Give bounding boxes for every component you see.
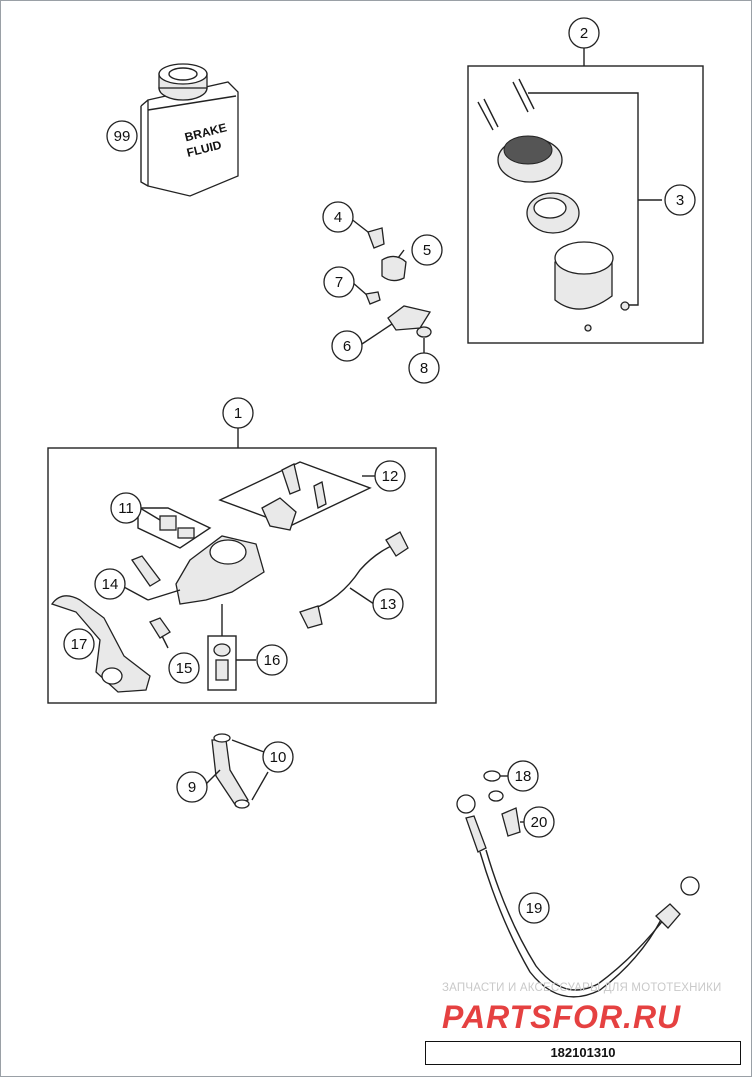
svg-text:4: 4 — [334, 209, 342, 226]
callout-1: 1 — [222, 397, 254, 429]
brake-line-assembly — [456, 770, 700, 998]
callout-12: 12 — [374, 460, 406, 492]
svg-text:16: 16 — [264, 652, 281, 669]
svg-text:6: 6 — [343, 338, 351, 355]
svg-text:19: 19 — [526, 900, 543, 917]
callout-13: 13 — [372, 588, 404, 620]
svg-text:8: 8 — [420, 360, 428, 377]
svg-text:18: 18 — [515, 768, 532, 785]
part-number-label: 182101310 — [425, 1041, 741, 1065]
callout-3: 3 — [664, 184, 696, 216]
callout-19: 19 — [518, 892, 550, 924]
callout-8: 8 — [408, 352, 440, 384]
callout-99: 99 — [106, 120, 138, 152]
master-cylinder-parts — [50, 461, 409, 693]
reservoir-kit-box — [467, 65, 704, 344]
callout-11: 11 — [110, 492, 142, 524]
watermark-caption: ЗАПЧАСТИ И АКСЕССУАРЫ ДЛЯ МОТОТЕХНИКИ — [442, 982, 722, 994]
svg-text:20: 20 — [531, 814, 548, 831]
svg-text:11: 11 — [118, 500, 134, 517]
brake-fluid-can: BRAKE FLUID — [140, 63, 239, 197]
svg-text:7: 7 — [335, 274, 343, 291]
callout-16: 16 — [256, 644, 288, 676]
callout-6: 6 — [331, 330, 363, 362]
svg-text:17: 17 — [71, 636, 88, 653]
callout-18: 18 — [507, 760, 539, 792]
svg-text:PARTSFOR.RU: PARTSFOR.RU — [442, 999, 681, 1034]
watermark-logo: PARTSFOR.RU — [442, 999, 681, 1034]
callout-17: 17 — [63, 628, 95, 660]
svg-text:5: 5 — [423, 242, 431, 259]
svg-text:13: 13 — [380, 596, 397, 613]
callout-5: 5 — [411, 234, 443, 266]
svg-text:15: 15 — [176, 660, 193, 677]
reservoir-parts — [477, 78, 662, 332]
callout-2: 2 — [568, 17, 600, 49]
hose-assembly — [205, 733, 269, 809]
small-parts — [349, 217, 432, 360]
callout-15: 15 — [168, 652, 200, 684]
svg-text:9: 9 — [188, 779, 196, 796]
callout-4: 4 — [322, 201, 354, 233]
svg-text:99: 99 — [114, 128, 131, 145]
callout-7: 7 — [323, 266, 355, 298]
svg-text:1: 1 — [234, 405, 242, 422]
svg-text:14: 14 — [102, 576, 119, 593]
callout-10: 10 — [262, 741, 294, 773]
callout-9: 9 — [176, 771, 208, 803]
svg-text:10: 10 — [270, 749, 287, 766]
svg-text:3: 3 — [676, 192, 684, 209]
master-cylinder-kit-box — [47, 447, 437, 704]
callout-14: 14 — [94, 568, 126, 600]
svg-text:12: 12 — [382, 468, 399, 485]
svg-text:2: 2 — [580, 25, 588, 42]
callouts: 99 2 3 4 5 7 6 8 1 12 11 14 13 17 16 15 … — [63, 17, 696, 924]
callout-20: 20 — [523, 806, 555, 838]
